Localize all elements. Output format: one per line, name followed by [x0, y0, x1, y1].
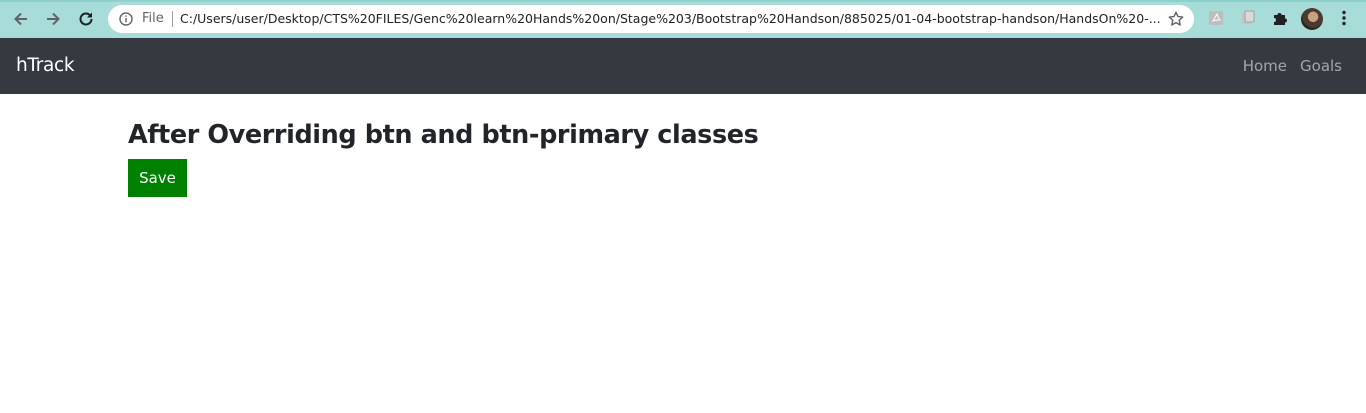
reload-icon: [79, 12, 93, 26]
forward-button[interactable]: [39, 5, 67, 33]
pdf-extension-icon[interactable]: [1207, 9, 1225, 27]
app-navbar: hTrack Home Goals: [0, 38, 1366, 94]
bookmark-star-icon[interactable]: [1167, 10, 1185, 28]
info-icon[interactable]: [119, 12, 133, 26]
arrow-left-icon: [14, 12, 27, 26]
extensions-puzzle-icon[interactable]: [1271, 9, 1289, 27]
address-bar[interactable]: File C:/Users/user/Desktop/CTS%20FILES/G…: [108, 5, 1194, 33]
browser-toolbar: File C:/Users/user/Desktop/CTS%20FILES/G…: [0, 0, 1366, 38]
back-button[interactable]: [7, 5, 35, 33]
omnibox-divider: [172, 11, 173, 27]
file-scheme-label: File: [142, 11, 164, 26]
main-content: After Overriding btn and btn-primary cla…: [128, 120, 759, 197]
nav-link-home[interactable]: Home: [1242, 57, 1288, 75]
arrow-right-icon: [47, 12, 60, 26]
nav-link-goals[interactable]: Goals: [1300, 57, 1342, 75]
save-button[interactable]: Save: [128, 159, 187, 197]
copy-extension-icon[interactable]: [1239, 9, 1257, 27]
navbar-links: Home Goals: [1230, 57, 1342, 75]
profile-avatar[interactable]: [1301, 8, 1323, 30]
more-menu-icon[interactable]: [1336, 9, 1352, 27]
navbar-brand[interactable]: hTrack: [16, 55, 75, 76]
url-text[interactable]: C:/Users/user/Desktop/CTS%20FILES/Genc%2…: [180, 11, 1160, 26]
page-heading: After Overriding btn and btn-primary cla…: [128, 120, 759, 150]
tab-strip-edge: [0, 0, 1366, 2]
reload-button[interactable]: [72, 5, 100, 33]
